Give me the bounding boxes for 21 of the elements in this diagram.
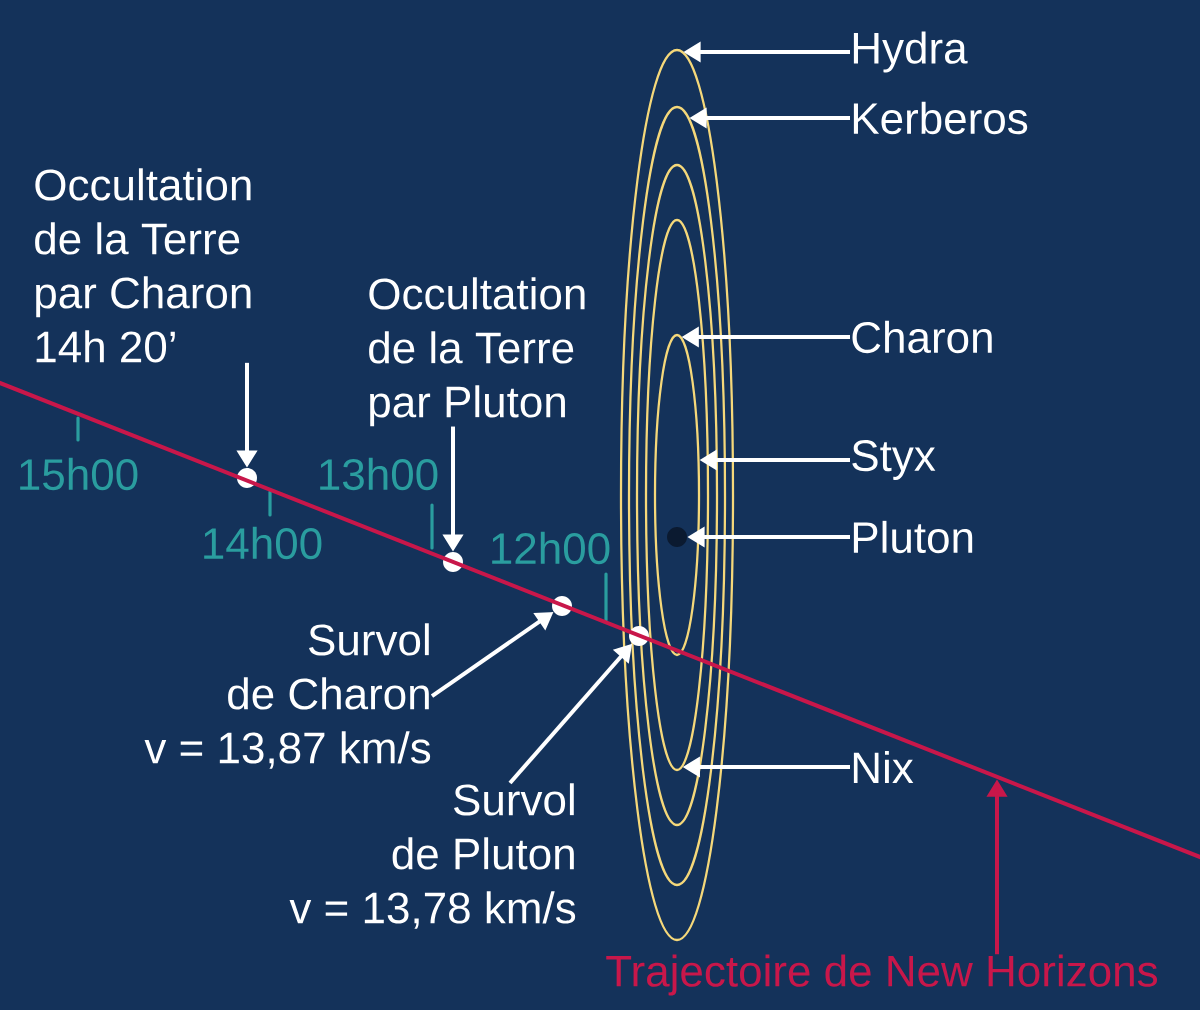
orbit-ellipse bbox=[635, 163, 719, 827]
planet-label: Pluton bbox=[853, 520, 973, 554]
moon-label: Styx bbox=[852, 440, 936, 480]
moon-label: Charon bbox=[852, 320, 992, 354]
time-label: 13h00 bbox=[320, 457, 438, 491]
moon-label: Nix bbox=[853, 751, 914, 783]
trajectory-label: Trajectoire de New Horizons bbox=[606, 954, 1157, 996]
event-label: Occultation de la Terre par Charon 14h 20’ bbox=[35, 168, 251, 363]
time-label: 12h00 bbox=[492, 531, 610, 565]
moon-label: Hydra bbox=[853, 31, 968, 73]
orbit-ellipse bbox=[627, 105, 727, 887]
time-label: 15h00 bbox=[20, 457, 138, 491]
time-label: 14h00 bbox=[204, 526, 322, 560]
event-label: Survol de Charon v = 13,87 km/s bbox=[144, 623, 431, 769]
event-label: Survol de Pluton v = 13,78 km/s bbox=[289, 783, 576, 929]
planet-dot bbox=[667, 527, 687, 547]
orbit-ellipse bbox=[653, 333, 701, 657]
orbit-ellipse bbox=[619, 48, 735, 942]
orbit-ellipse bbox=[644, 218, 710, 772]
event-label: Occultation de la Terre par Pluton bbox=[369, 277, 585, 427]
moon-label: Kerberos bbox=[853, 101, 1028, 135]
